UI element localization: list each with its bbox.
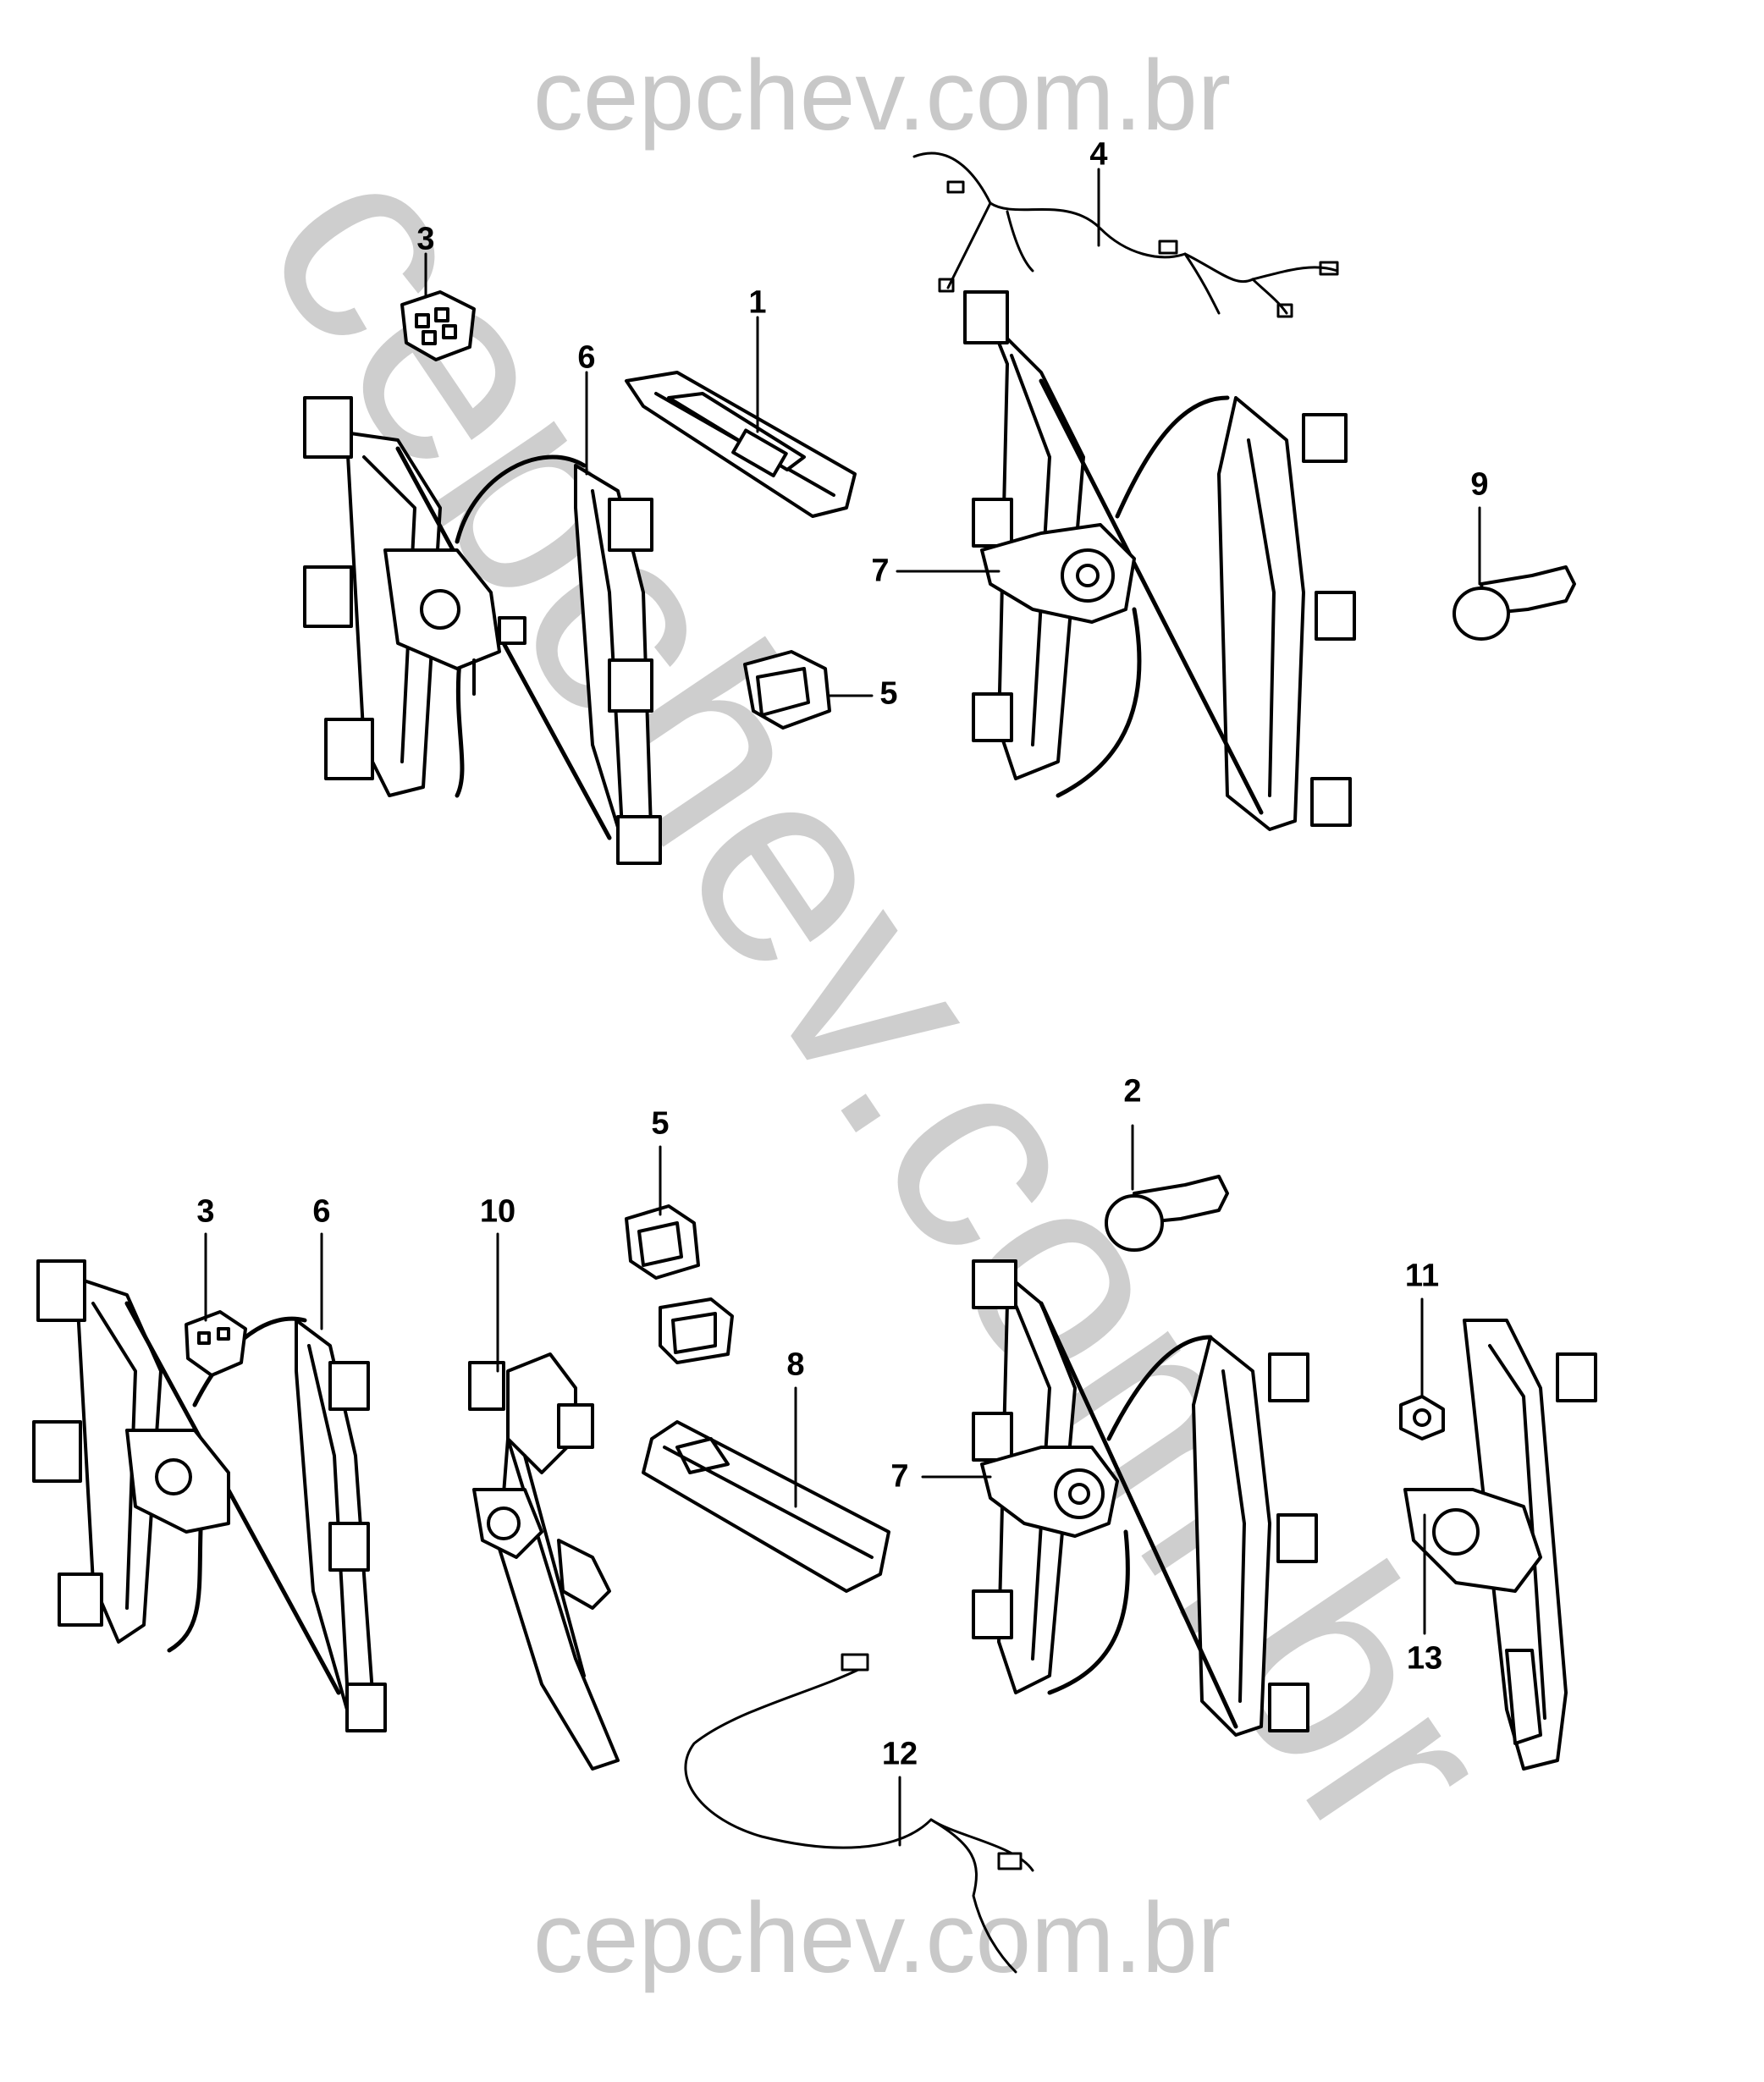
callout-6-top: 6 — [577, 339, 596, 376]
callout-5-top: 5 — [879, 675, 898, 712]
cable-part-12 — [684, 1653, 1034, 1974]
wiring-harness-part-4 — [912, 151, 1339, 318]
callout-2: 2 — [1123, 1073, 1142, 1110]
push-pin-part-2 — [1105, 1175, 1229, 1252]
switch-part-5-bottom — [625, 1204, 734, 1364]
window-regulator-rear-right — [972, 1259, 1318, 1737]
window-regulator-part-10 — [468, 1352, 620, 1771]
callout-3-top: 3 — [416, 221, 435, 257]
callout-8: 8 — [786, 1347, 805, 1383]
window-regulator-rear-left — [32, 1259, 387, 1732]
switch-part-3-top — [400, 290, 476, 361]
nut-part-11 — [1399, 1395, 1445, 1440]
leader-lines — [204, 168, 1481, 1847]
window-regulator-front-right — [963, 290, 1356, 831]
callout-7-top: 7 — [871, 553, 890, 589]
callout-10: 10 — [479, 1193, 516, 1230]
callout-1: 1 — [748, 284, 767, 321]
callout-6-bottom: 6 — [312, 1193, 331, 1230]
window-regulator-part-13 — [1403, 1319, 1597, 1771]
callout-3-bottom: 3 — [196, 1193, 215, 1230]
callout-12: 12 — [881, 1736, 918, 1772]
bottom-watermark: cepchev.com.br — [532, 1882, 1232, 1994]
window-regulator-front-left — [303, 396, 662, 865]
callout-13: 13 — [1406, 1640, 1443, 1677]
callout-5-bottom: 5 — [651, 1105, 670, 1142]
callout-4: 4 — [1089, 136, 1108, 173]
top-watermark: cepchev.com.br — [532, 40, 1232, 151]
callout-7-bottom: 7 — [890, 1458, 909, 1495]
switch-bezel-part-8 — [642, 1420, 890, 1593]
switch-part-5-top — [743, 650, 831, 730]
callout-11: 11 — [1404, 1258, 1440, 1294]
callout-9: 9 — [1470, 466, 1489, 503]
switch-part-3-bottom — [185, 1310, 247, 1377]
switch-bezel-part-1 — [625, 371, 857, 518]
push-pin-part-9 — [1453, 565, 1576, 641]
